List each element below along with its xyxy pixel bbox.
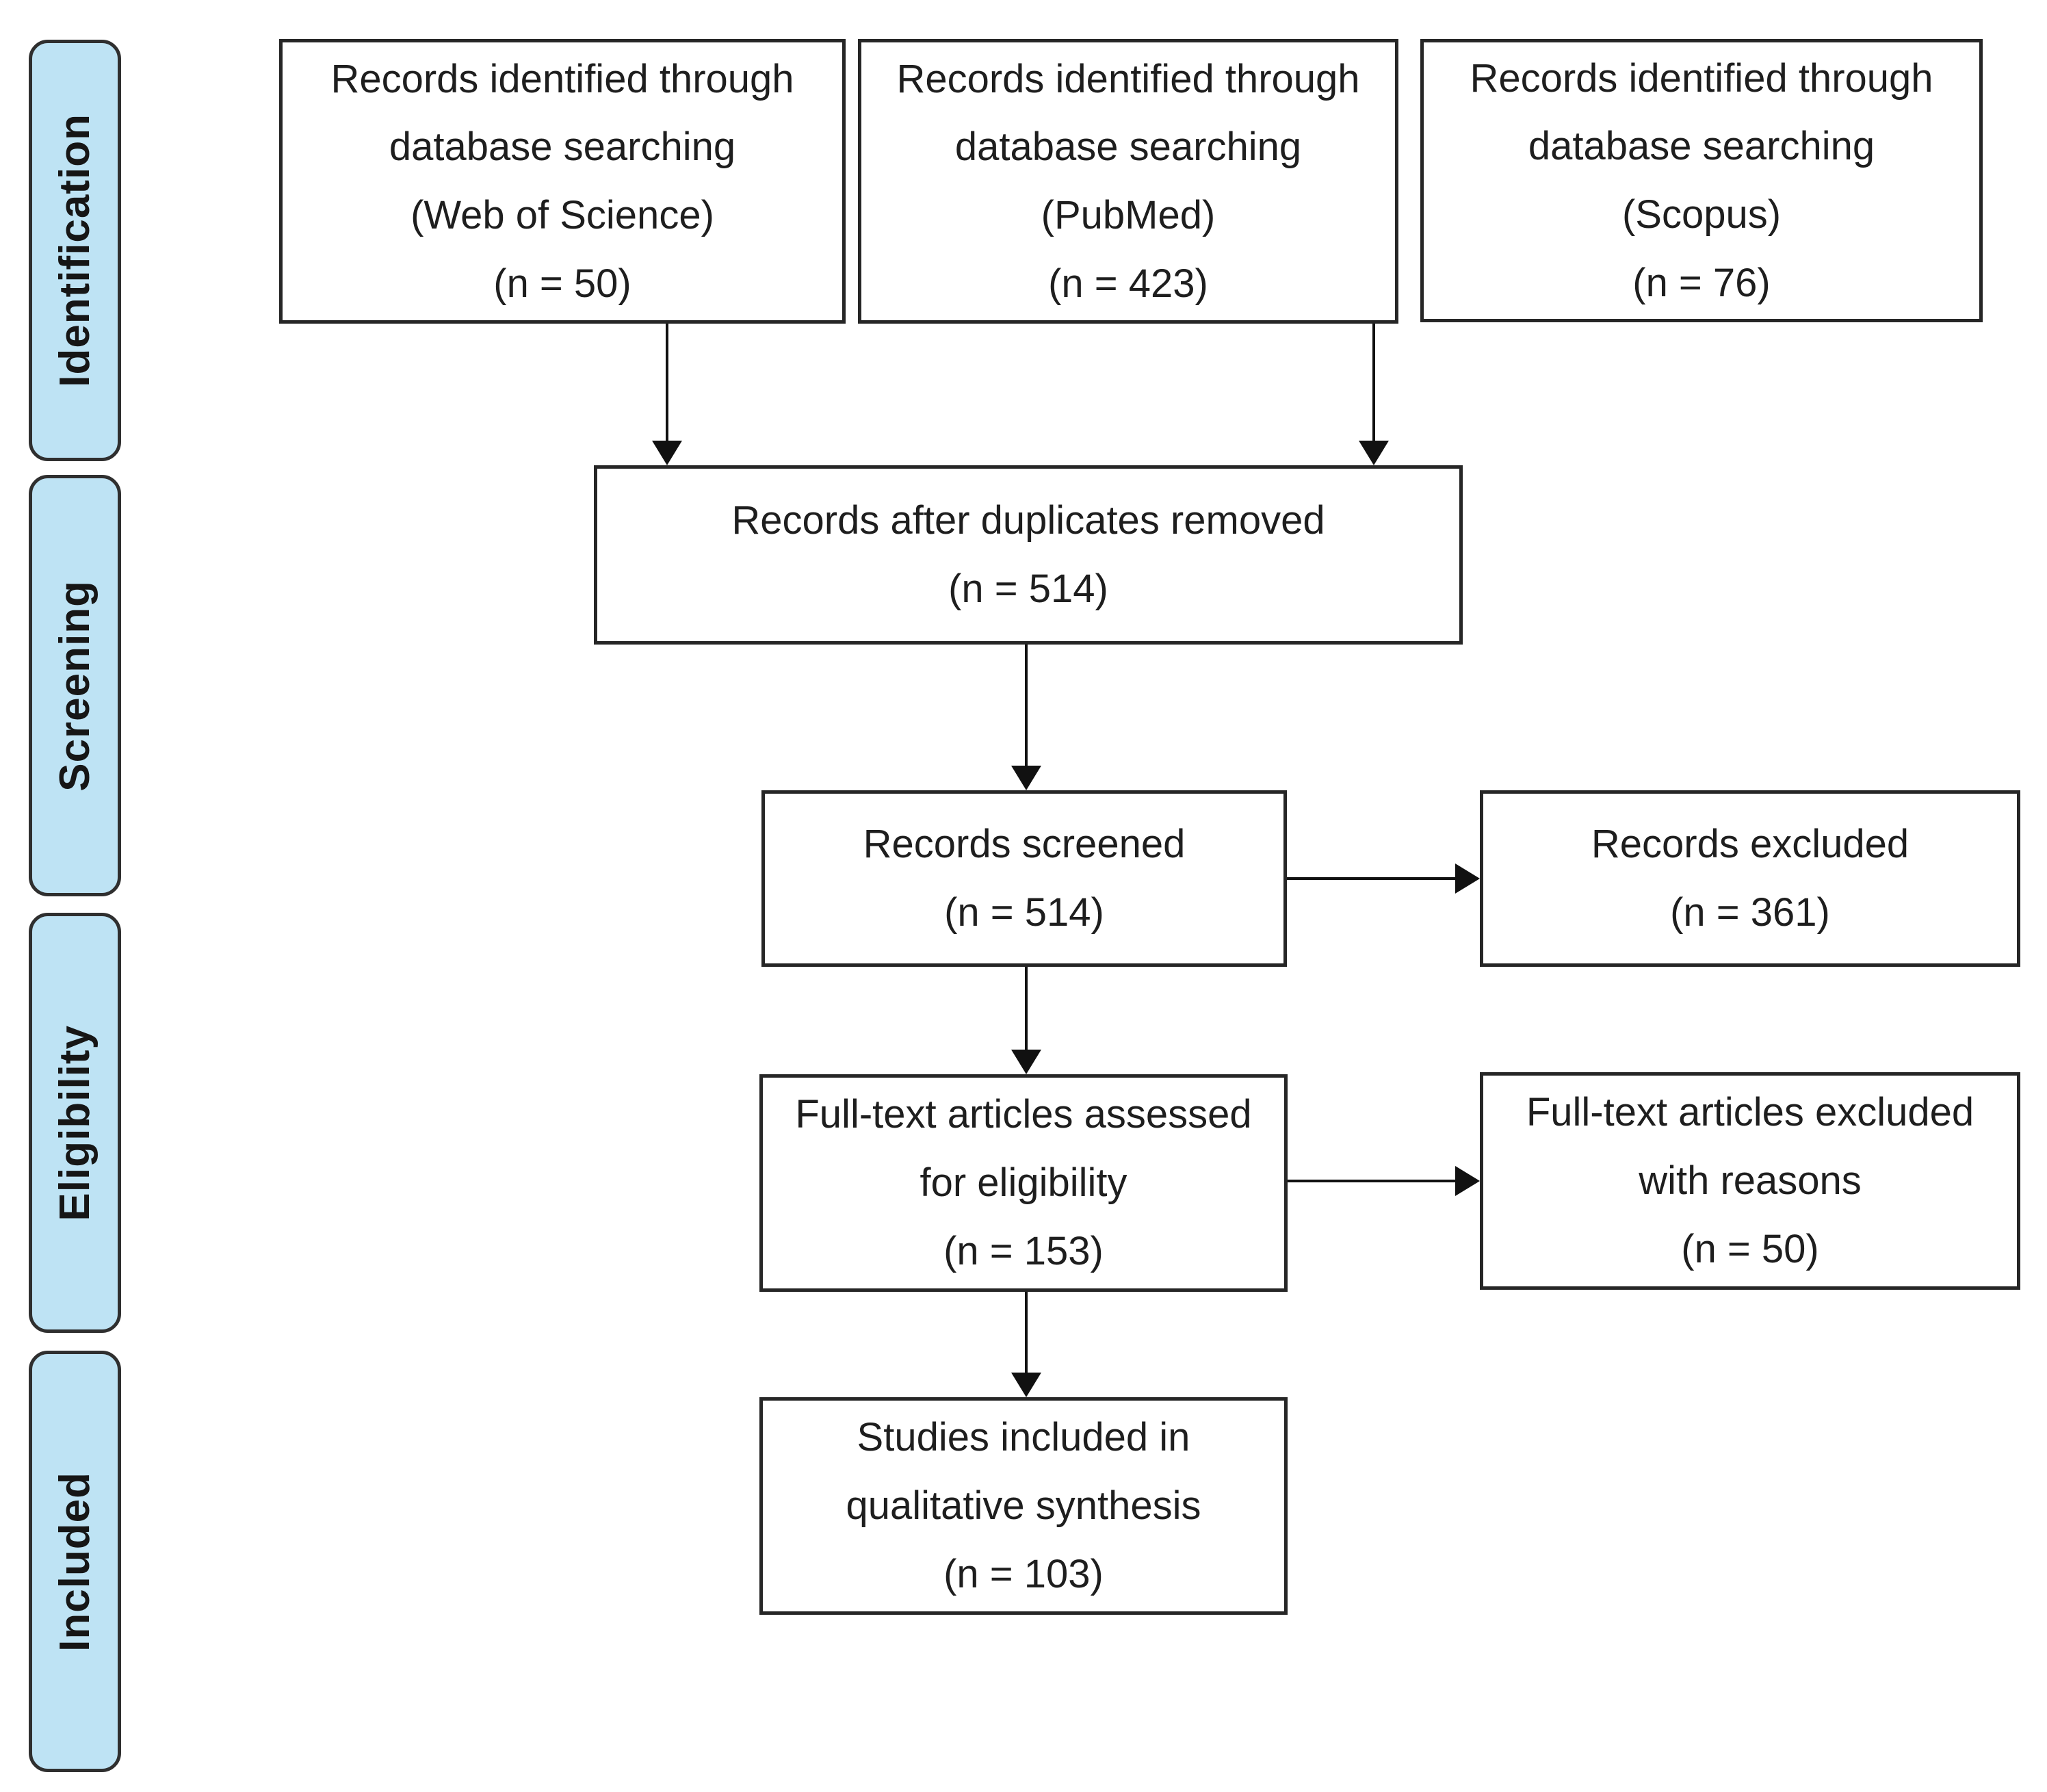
arrow-fulltext-to-included-stem [1025,1292,1028,1374]
box-text-line: Records screened [863,822,1186,867]
arrowhead-fulltext-to-excluded [1455,1166,1480,1196]
box-text-line: Records after duplicates removed [731,498,1325,543]
stage-tab-screening: Screening [29,475,121,896]
flow-box-fulltext-assessed: Full-text articles assessed for eligibil… [759,1074,1288,1292]
box-text-line: (n = 76) [1632,260,1771,305]
box-text-line: (n = 361) [1670,890,1830,935]
flow-box-records-scopus: Records identified through database sear… [1420,39,1983,322]
stage-tab-identification: Identification [29,40,121,461]
box-text-line: (Scopus) [1621,192,1782,237]
flow-box-studies-included: Studies included in qualitative synthesi… [759,1397,1288,1615]
box-text-line: Full-text articles assessed [795,1092,1252,1137]
flow-box-records-screened: Records screened (n = 514) [761,790,1287,967]
arrowhead-screened-to-fulltext [1011,1050,1041,1074]
box-text-line: (Web of Science) [410,193,714,237]
box-text-line: (n = 423) [1048,261,1208,306]
box-text-line: for eligibility [920,1160,1127,1206]
flow-box-records-wos: Records identified through database sear… [279,39,846,324]
box-text-line: (n = 50) [493,261,631,306]
arrow-fulltext-to-excluded-stem [1288,1180,1455,1182]
box-text-line: database searching [1528,124,1875,169]
stage-tab-included: Included [29,1351,121,1772]
box-text-line: database searching [389,125,736,170]
arrow-wos-to-duplicates-stem [666,324,668,442]
arrowhead-duplicates-to-screened [1011,766,1041,790]
box-text-line: Records identified through [896,56,1360,101]
stage-label-screening: Screening [51,580,99,792]
arrowhead-pubmed-to-duplicates [1359,441,1389,465]
stage-tab-eligibility: Eligibility [29,913,121,1333]
box-text-line: (n = 153) [943,1228,1104,1273]
flow-box-fulltext-excluded: Full-text articles excluded with reasons… [1480,1072,2020,1290]
box-text-line: (PubMed) [1041,193,1216,237]
box-text-line: (n = 50) [1681,1226,1819,1271]
box-text-line: qualitative synthesis [846,1483,1201,1529]
arrow-screened-to-fulltext-stem [1025,967,1028,1051]
flow-box-duplicates-removed: Records after duplicates removed (n = 51… [594,465,1463,645]
flow-box-records-pubmed: Records identified through database sear… [858,39,1398,324]
arrowhead-wos-to-duplicates [652,441,682,465]
box-text-line: Studies included in [857,1415,1190,1460]
stage-label-eligibility: Eligibility [51,1024,99,1221]
stage-label-included: Included [51,1471,99,1652]
box-text-line: (n = 514) [948,567,1108,611]
box-text-line: Full-text articles excluded [1526,1090,1974,1135]
arrowhead-screened-to-excluded [1455,863,1480,894]
box-text-line: Records identified through [330,56,794,101]
arrowhead-fulltext-to-included [1011,1373,1041,1397]
box-text-line: with reasons [1639,1158,1862,1204]
arrow-screened-to-excluded-stem [1287,877,1455,880]
box-text-line: Records identified through [1470,55,1933,101]
box-text-line: Records excluded [1591,822,1909,867]
box-text-line: (n = 103) [943,1551,1104,1596]
box-text-line: (n = 514) [944,890,1104,935]
stage-label-identification: Identification [51,114,99,387]
box-text-line: database searching [954,125,1302,170]
flow-box-records-excluded: Records excluded (n = 361) [1480,790,2020,967]
arrow-duplicates-to-screened-stem [1025,645,1028,767]
arrow-pubmed-to-duplicates-stem [1372,324,1375,442]
